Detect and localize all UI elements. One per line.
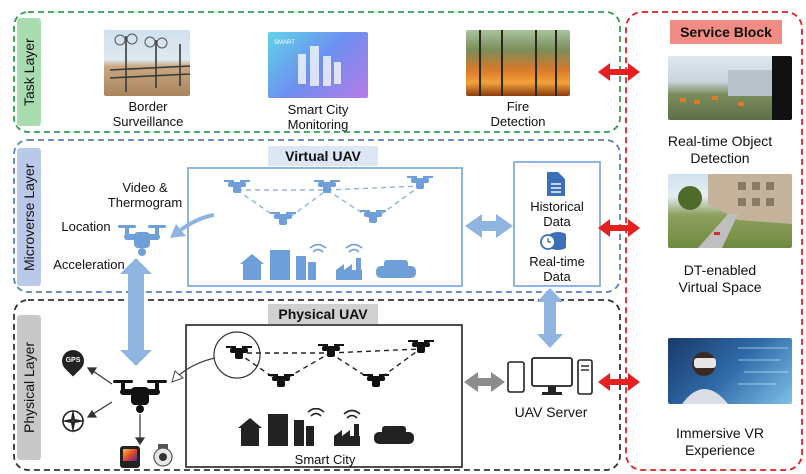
smart-city-label: Smart City <box>294 452 356 467</box>
virtual-main-drone-icon <box>118 225 166 256</box>
gps-icon: GPS <box>57 345 89 377</box>
virtual-drone-icon <box>224 180 250 193</box>
virtual-city-icons <box>240 244 416 280</box>
acceleration-label: Acceleration <box>53 257 125 272</box>
border-surveillance-image <box>104 30 190 96</box>
uav-server-devices-icon <box>507 357 593 395</box>
smart-city-monitoring-image: SMART <box>268 32 368 98</box>
data-box <box>513 161 601 287</box>
blue-double-arrow-horizontal <box>465 214 513 238</box>
curved-arrow-physical <box>177 357 216 377</box>
document-icon <box>547 172 565 196</box>
object-detection-image <box>668 56 792 120</box>
service-block-box <box>625 11 803 471</box>
gimbal-camera-icon <box>153 444 173 467</box>
red-arrow-physical <box>598 373 640 391</box>
highlight-circle <box>213 331 261 379</box>
virtual-space-image <box>668 174 792 248</box>
blue-double-arrow-server <box>537 288 563 348</box>
thermal-camera-icon <box>120 446 140 468</box>
vr-experience-image <box>668 338 792 404</box>
location-label: Location <box>61 219 111 234</box>
sensor-arrows <box>86 367 146 446</box>
virtual-uav-title: Virtual UAV <box>268 146 378 166</box>
physical-layer-label: Physical Layer <box>17 315 41 460</box>
red-arrow-task <box>598 63 640 81</box>
uav-server-label: UAV Server <box>514 404 588 420</box>
physical-city-icons <box>238 408 414 446</box>
task-layer-label: Task Layer <box>17 18 41 126</box>
physical-drone-icon <box>318 344 344 357</box>
red-arrow-microverse <box>598 219 640 237</box>
svg-text:SMART: SMART <box>274 40 295 46</box>
physical-drone-icon <box>363 374 389 387</box>
physical-drone-icon <box>226 346 252 359</box>
blue-double-arrow-vertical <box>120 258 152 366</box>
physical-uav-box <box>185 324 463 468</box>
curved-arrow-virtual <box>176 213 215 234</box>
fire-detection-image <box>466 30 570 96</box>
physical-uav-title: Physical UAV <box>268 304 378 324</box>
microverse-layer-box <box>13 139 621 293</box>
compass-icon <box>61 409 85 433</box>
physical-drone-icon <box>408 340 434 353</box>
microverse-layer-label: Microverse Layer <box>17 148 41 286</box>
virtual-drone-icon <box>270 212 296 225</box>
physical-drone-icon <box>268 374 294 387</box>
virtual-drone-icon <box>407 176 433 189</box>
physical-main-drone-icon <box>113 380 167 413</box>
virtual-drone-icon <box>314 180 340 193</box>
service-block-title: Service Block <box>670 20 782 44</box>
virtual-drone-icon <box>360 210 386 223</box>
grey-double-arrow <box>464 372 505 392</box>
video-thermogram-label: Video &Thermogram <box>107 180 183 210</box>
database-clock-icon <box>540 232 566 250</box>
